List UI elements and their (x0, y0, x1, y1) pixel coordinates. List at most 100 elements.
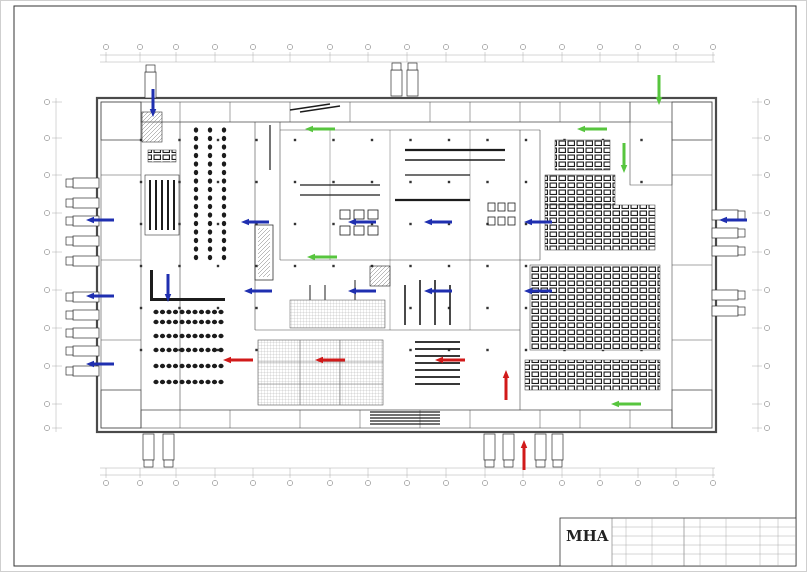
blue-flow-arrow-shape (424, 287, 452, 295)
column (447, 264, 451, 268)
rack-unit (198, 379, 205, 385)
rack-unit (185, 379, 192, 385)
column (216, 138, 220, 142)
rack-unit (221, 169, 227, 176)
truck-cab (145, 64, 156, 73)
grid-bubbles (44, 44, 770, 486)
receiving-area-equipment (141, 111, 274, 301)
rack-unit (207, 254, 213, 261)
rack-unit (172, 347, 179, 353)
truck-body (711, 245, 739, 257)
truck-cab (143, 459, 154, 468)
rack-unit (192, 333, 198, 339)
column (139, 306, 143, 310)
rack-unit (207, 127, 213, 133)
rack-unit (179, 363, 185, 369)
column (486, 180, 489, 184)
rack-unit (193, 169, 199, 176)
blue-flow-arrow-shape (86, 292, 114, 300)
truck-body (72, 235, 100, 247)
rack-unit (207, 135, 213, 142)
trucks (65, 62, 746, 468)
rack-unit (221, 186, 227, 193)
red-flow-arrow (435, 356, 465, 364)
rack-unit (193, 161, 199, 167)
column (524, 306, 528, 310)
rack-unit (192, 363, 198, 369)
truck-cab (535, 459, 546, 468)
rack-unit (159, 319, 166, 325)
grid-bubble (287, 44, 293, 50)
rack-unit (218, 363, 224, 369)
grid-bubble (173, 44, 179, 50)
truck-body (390, 69, 403, 97)
grid-bubble (327, 480, 333, 486)
column (447, 138, 451, 142)
column (370, 222, 374, 226)
column (139, 264, 143, 268)
rack-unit (172, 309, 179, 315)
rack-unit (159, 347, 166, 353)
rack-unit (221, 246, 227, 252)
grid-bubble (44, 325, 50, 331)
column (255, 348, 258, 352)
column (216, 306, 220, 310)
column (332, 222, 335, 226)
rack-unit (221, 152, 227, 159)
green-flow-arrow (620, 143, 628, 173)
column (216, 222, 220, 226)
rack-unit (185, 347, 192, 353)
rack-unit (207, 161, 213, 167)
rack-unit (166, 309, 172, 315)
blue-flow-arrow-shape (164, 274, 172, 302)
column (447, 306, 451, 310)
rack-unit (211, 347, 218, 353)
machine (487, 202, 496, 212)
blue-flow-arrow (719, 216, 747, 224)
truck-cab (737, 306, 746, 316)
grid-bubble (212, 480, 218, 486)
rack-unit (221, 195, 227, 201)
rack-unit (193, 229, 199, 235)
truck-body (711, 227, 739, 239)
blue-flow-arrow-shape (86, 216, 114, 224)
machine (507, 216, 516, 226)
rack-unit (193, 220, 199, 227)
truck-body (72, 309, 100, 321)
column (139, 180, 143, 184)
grid-bubble (44, 287, 50, 293)
grid-bubble (520, 480, 526, 486)
column (370, 180, 374, 184)
green-flow-arrow (655, 75, 663, 105)
blue-flow-arrow-shape (244, 287, 272, 295)
truck-cab (737, 246, 746, 256)
rack-unit (205, 347, 211, 353)
grid-bubble (764, 287, 770, 293)
column (332, 180, 335, 184)
blue-flow-arrow (86, 292, 114, 300)
grid-bubble (327, 44, 333, 50)
column (293, 138, 297, 142)
rack-unit (193, 203, 199, 210)
grid-bubble (764, 172, 770, 178)
blue-flow-arrow-shape (524, 218, 552, 226)
column (486, 306, 489, 310)
grid-bubble (404, 480, 410, 486)
rack-unit (221, 127, 227, 133)
rack-unit (192, 379, 198, 385)
grid-bubble (673, 480, 679, 486)
rack-unit (218, 319, 224, 325)
column (447, 222, 451, 226)
rack-unit (207, 178, 213, 184)
machine (487, 216, 496, 226)
rack-unit (221, 203, 227, 210)
column (486, 138, 489, 142)
blue-flow-arrow (424, 287, 452, 295)
grid-bubble (482, 44, 488, 50)
column (178, 306, 181, 310)
rack-unit (179, 319, 185, 325)
machine (353, 225, 365, 236)
grid-bubble (44, 401, 50, 407)
rack-unit (207, 220, 213, 227)
